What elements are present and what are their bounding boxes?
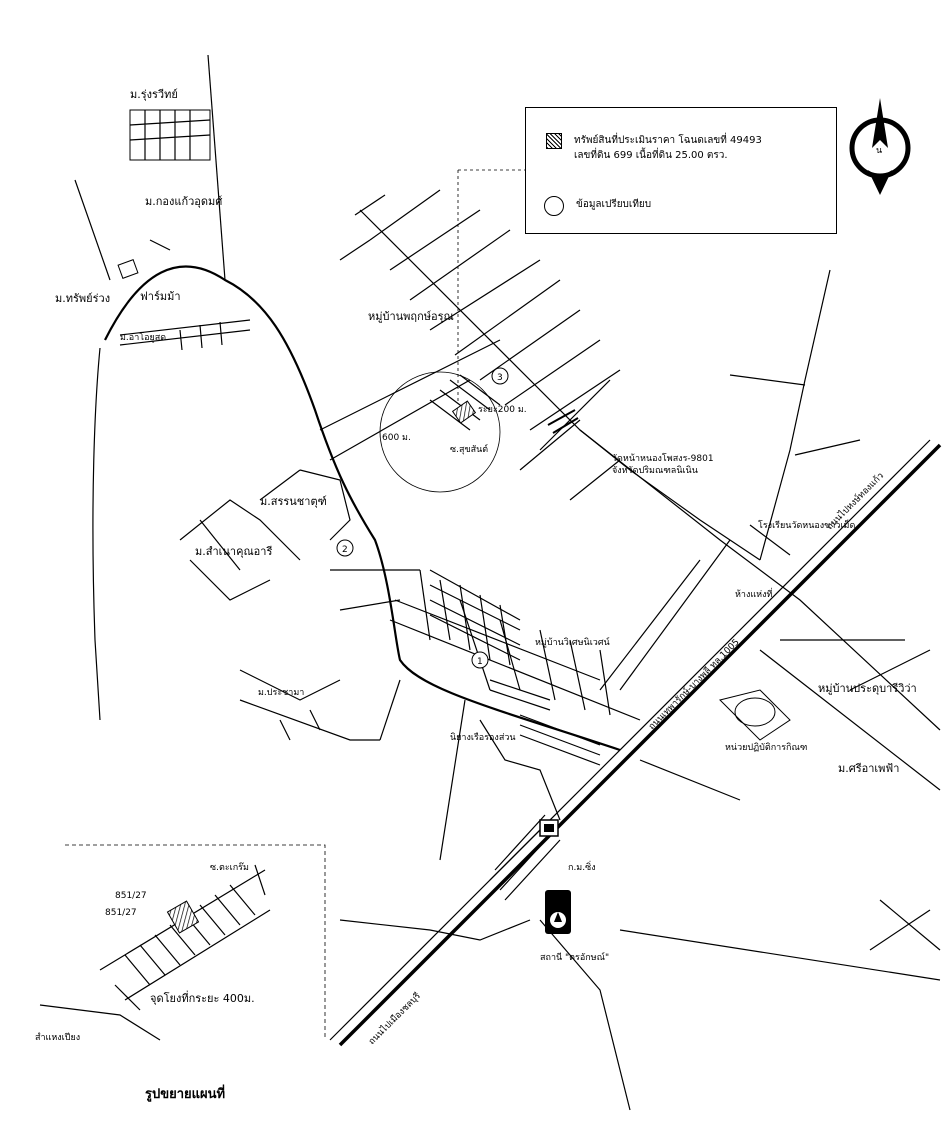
label-village-right: หมู่บ้านประดุบารีวิว่า	[818, 682, 917, 695]
inset-label-top: ซ.ตะเกร๊ม	[210, 862, 249, 873]
govt-building	[719, 689, 791, 741]
label-farm: ฟาร์มม้า	[140, 290, 181, 303]
inset-label-bottom: สำแหงเปียง	[35, 1032, 80, 1043]
marker-3: 3	[491, 367, 509, 385]
svg-text:3: 3	[497, 373, 503, 383]
label-moo-sub: ม.อาโอยูสด	[120, 332, 166, 343]
label-main-road: ถนนเทพารักษ์-บางพลี ทล.1005	[646, 636, 742, 732]
winding-road	[74, 54, 621, 752]
label-moo-center: หมู่บ้านวิเศษนิเวศน์	[535, 636, 610, 648]
label-pruksa: หมู่บ้านพฤกษ์อรุณ	[368, 310, 454, 323]
legend-subject-line1: ทรัพย์สินที่ประเมินราคา โฉนดเลขที่ 49493	[574, 135, 762, 146]
label-to-city: ถนนไปเมืองชลบุรี	[366, 990, 423, 1047]
right-roads	[539, 269, 941, 1111]
svg-text:2: 2	[342, 545, 348, 555]
legend-comparable: ข้อมูลเปรียบเทียบ	[576, 199, 652, 210]
inset-label-road: จุดโยงที่กระยะ 400ม.	[150, 990, 255, 1005]
lots-upper-left	[119, 109, 251, 351]
label-govt: หน่วยปฏิบัติการกิณฑ	[725, 742, 807, 753]
label-school: โรงเรียนวัดหนองขาวเม็ด	[758, 518, 855, 531]
label-kong-kaew: ม.กองแก้วอุดมศ์	[145, 195, 222, 208]
north-arrow-icon: น	[849, 98, 911, 195]
label-sriram: ม.ศรีอาเพฟ้า	[838, 762, 899, 775]
farm-icon	[117, 259, 139, 279]
subject-swatch	[546, 133, 562, 149]
label-sansiri: ม.สรรนชาตุฑ์	[260, 495, 327, 508]
inset-label-a: 851/27	[115, 891, 147, 901]
center-street-grid	[179, 469, 741, 941]
legend-subject-line2: เลขที่ดิน 699 เนื้อที่ดิน 25.00 ตรว.	[574, 150, 728, 161]
label-station: สถานี "ตรอักษณ์"	[540, 951, 609, 963]
label-rung-rawee: ม.รุ่งรวีทย์	[130, 88, 178, 101]
svg-text:1: 1	[477, 657, 483, 667]
comparable-swatch	[544, 196, 564, 216]
label-temple: วัดหน้าหนองโพสงร-9801	[612, 453, 714, 464]
label-shop: ห้างแห่งที่	[735, 587, 773, 600]
map-legend: ทรัพย์สินที่ประเมินราคา โฉนดเลขที่ 49493…	[525, 107, 837, 234]
marker-2: 2	[336, 539, 354, 557]
inset-caption: รูปขยายแผนที่	[145, 1084, 225, 1102]
label-prapa: ม.ประชามา	[258, 688, 304, 698]
lots-center	[429, 374, 601, 901]
inset-label-b: 851/27	[105, 908, 137, 918]
label-temple-sub: จังหวัดปริมณฑลนิเนิน	[612, 465, 698, 476]
label-moo-left: ม.ทรัพย์ร่วง	[55, 292, 110, 305]
label-kp-shop: ก.ม.ซิ่ง	[568, 860, 596, 873]
shop-icon	[539, 819, 559, 837]
inset-map: 851/27 851/27 ซ.ตะเกร๊ม จุดโยงที่กระยะ 4…	[35, 844, 326, 1102]
label-saen: ม.สำเนาคุณอารี	[195, 545, 272, 558]
label-nong: นิยางเรือรองส่วน	[450, 732, 516, 743]
label-dist-600: 600 ม.	[382, 433, 411, 443]
marker-1: 1	[471, 651, 489, 669]
main-highway	[329, 439, 942, 1047]
fuel-station-icon	[545, 890, 571, 934]
svg-text:น: น	[876, 146, 882, 156]
label-dist-200: ระยะ200 ม.	[478, 405, 527, 415]
bridge-icon	[547, 409, 579, 434]
label-soi: ซ.สุขสันต์	[450, 443, 488, 455]
subject-property	[379, 169, 525, 493]
